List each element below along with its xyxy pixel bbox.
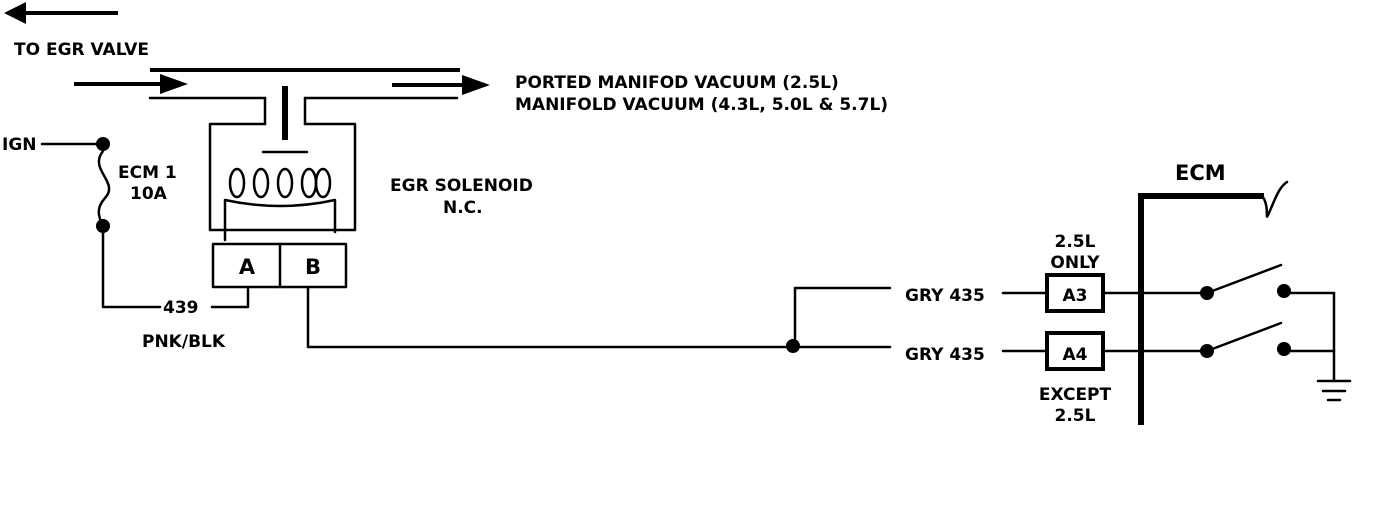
solenoid-nc-label: N.C. xyxy=(443,198,483,218)
ecm-switch-a4 xyxy=(1139,321,1336,358)
pin-a4-label: A4 xyxy=(1063,345,1088,365)
solenoid-coil xyxy=(223,167,337,242)
manifold-vacuum-label: MANIFOLD VACUUM (4.3L, 5.0L & 5.7L) xyxy=(515,95,888,115)
egr-solenoid xyxy=(208,86,357,242)
wire-439 xyxy=(210,285,250,309)
gry-435-top-label: GRY 435 xyxy=(905,286,985,306)
wire-color-pnk-blk: PNK/BLK xyxy=(142,332,226,352)
vacuum-hose xyxy=(74,68,490,126)
only-label-line2: ONLY xyxy=(1050,253,1100,273)
egr-valve-arrow xyxy=(4,2,118,24)
pin-a3-label: A3 xyxy=(1063,286,1088,306)
except-label-line1: EXCEPT xyxy=(1039,385,1112,405)
only-label-line1: 2.5L xyxy=(1055,232,1096,252)
ecm-switch-a3 xyxy=(1139,263,1336,300)
ground-icon xyxy=(1316,291,1352,402)
ecm-boundary xyxy=(1138,180,1289,425)
wire-435 xyxy=(306,285,892,353)
fuse-rating-label: 10A xyxy=(130,184,168,204)
fuse-name-label: ECM 1 xyxy=(118,163,177,183)
ported-vacuum-label: PORTED MANIFOD VACUUM (2.5L) xyxy=(515,73,839,93)
terminal-b-label: B xyxy=(305,255,321,279)
gry-435-bottom-label: GRY 435 xyxy=(905,345,985,365)
solenoid-connector xyxy=(211,242,348,289)
circuit-439-label: 439 xyxy=(163,298,199,318)
ecm-label: ECM xyxy=(1175,161,1226,185)
ecm-fuse xyxy=(40,137,162,309)
to-egr-valve-label: TO EGR VALVE xyxy=(14,40,149,60)
terminal-a-label: A xyxy=(239,255,256,279)
egr-solenoid-label: EGR SOLENOID xyxy=(390,176,533,196)
ign-label: IGN xyxy=(2,135,37,155)
except-label-line2: 2.5L xyxy=(1055,406,1096,426)
